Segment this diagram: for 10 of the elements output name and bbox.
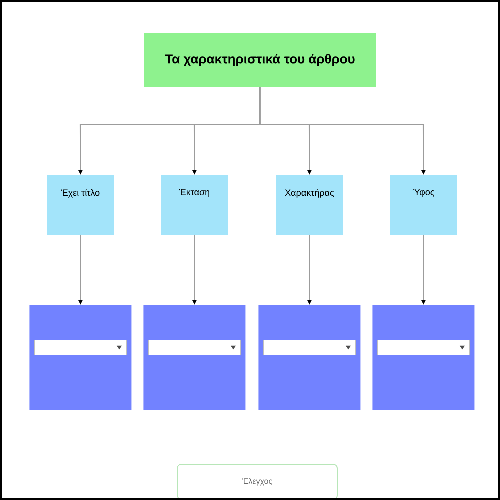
dropdown-field (264, 340, 356, 356)
category-box: Έκταση (161, 175, 228, 236)
dropdown-field (34, 340, 127, 356)
category-box: Ύφος (390, 175, 458, 236)
dropdown-field (378, 340, 470, 356)
dropdown-field (148, 340, 241, 356)
category-box: Χαρακτήρας (276, 175, 344, 236)
title-box: Τα χαρακτηριστικά του άρθρου (144, 33, 376, 88)
category-box: Έχει τίτλο (47, 175, 114, 236)
check-button: Έλεγχος (177, 464, 338, 500)
